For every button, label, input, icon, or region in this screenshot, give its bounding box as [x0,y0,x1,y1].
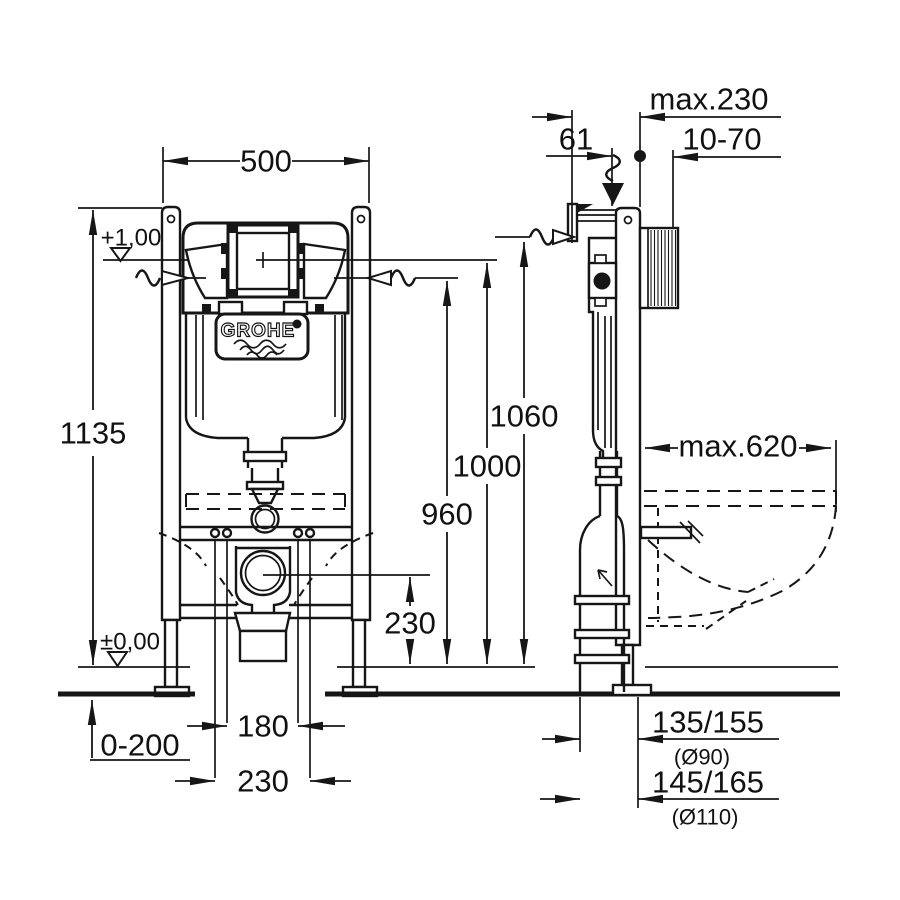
filled-arrow-icon [602,183,624,205]
dim-10-70: 10-70 [672,122,781,228]
open-arrow-icon [552,228,578,246]
dim-1000: 1000 [453,263,522,664]
wall-surface-marker [602,153,624,205]
level-triangle-icon [106,651,129,668]
dim-outlet-height-230: 230 [384,577,436,664]
wall-dot-icon [634,150,646,162]
frame-top-label: 1060 [490,399,559,434]
squiggle-icon [528,228,556,246]
level-triangle-icon [109,247,132,263]
frame-rail-right [341,205,379,698]
finish-thickness-label: 10-70 [682,122,761,157]
outlet-110-label: 145/165 [652,765,764,800]
height-label: 1135 [60,416,127,451]
squiggle-icon [389,269,417,287]
waterline-arrow-left [134,269,206,287]
bowl-outline-side [644,490,837,630]
max-bowl-depth-label: max.620 [679,429,798,464]
logo-wave-1 [233,339,287,349]
waterline-arrow-side [495,228,578,246]
side-rail [611,206,653,697]
dim-rod-180: 180 [187,709,345,744]
grohe-logo-text: GROHE [221,321,296,342]
floor-lines [58,666,840,697]
tank-cavity-left [184,242,229,300]
tank-cavity-right [302,242,347,300]
dim-960: 960 [421,281,473,664]
dim-61: 61 [546,110,613,243]
level-marker-floor: ±0,00 [100,629,160,668]
flush-plate-window [221,223,305,299]
top-bracket [566,202,616,243]
fixing-stud [639,520,704,544]
squiggle-icon [605,153,621,183]
dim-rod-230: 230 [175,764,351,799]
outlet-110-pipe-label: (Ø110) [672,805,739,830]
floor-adjust-label: 0-200 [100,728,179,763]
dim-floor-adjust: 0-200 [87,700,190,763]
dim-max-230: max.230 [532,82,781,122]
plate-center-label: 1000 [453,449,522,484]
outlet-90-label: 135/155 [652,705,764,740]
cistern-profile [587,236,618,458]
crossbar-upper [180,525,352,542]
inner-spacing-label: 180 [237,709,289,744]
open-arrow-icon [161,269,192,287]
dim-outlet-distances: 135/155 (Ø90) 145/165 (Ø110) [540,697,779,830]
flow-arr [597,569,613,587]
wall-mount-block [638,226,680,310]
outlet-90-pipe-label: (Ø90) [674,745,730,770]
outlet-height-label: 230 [384,606,436,641]
waste-outlet [233,546,430,663]
dim-max-620: max.620 [645,429,837,512]
dim-width-500: 500 [162,144,370,203]
max-wall-distance-label: max.230 [650,82,769,117]
width-label: 500 [240,144,292,179]
logo-registered-dot [292,319,302,329]
dim-height-1135: 1135 [60,207,162,665]
outer-spacing-label: 230 [237,764,289,799]
level-marker-top: +1,00 [101,225,161,263]
squiggle-icon [134,269,162,287]
logo-wave-3 [246,351,278,359]
open-arrow-icon [364,269,392,287]
flush-valve-column [242,438,288,534]
waterline-arrow-right [334,269,458,287]
crossbar-lower [180,603,352,620]
flush-pipe [573,451,631,692]
water-level-label: 960 [421,497,473,532]
side-view: 61 max.230 10-70 max.620 [495,82,837,830]
grohe-logo-plate: GROHE [202,300,324,361]
bowl-outline-front [158,493,374,606]
dim-1060: 1060 [490,242,559,664]
front-view: GROHE +1,00 [58,144,840,799]
frame-offset-label: 61 [559,122,593,157]
wall-reference [634,112,646,207]
